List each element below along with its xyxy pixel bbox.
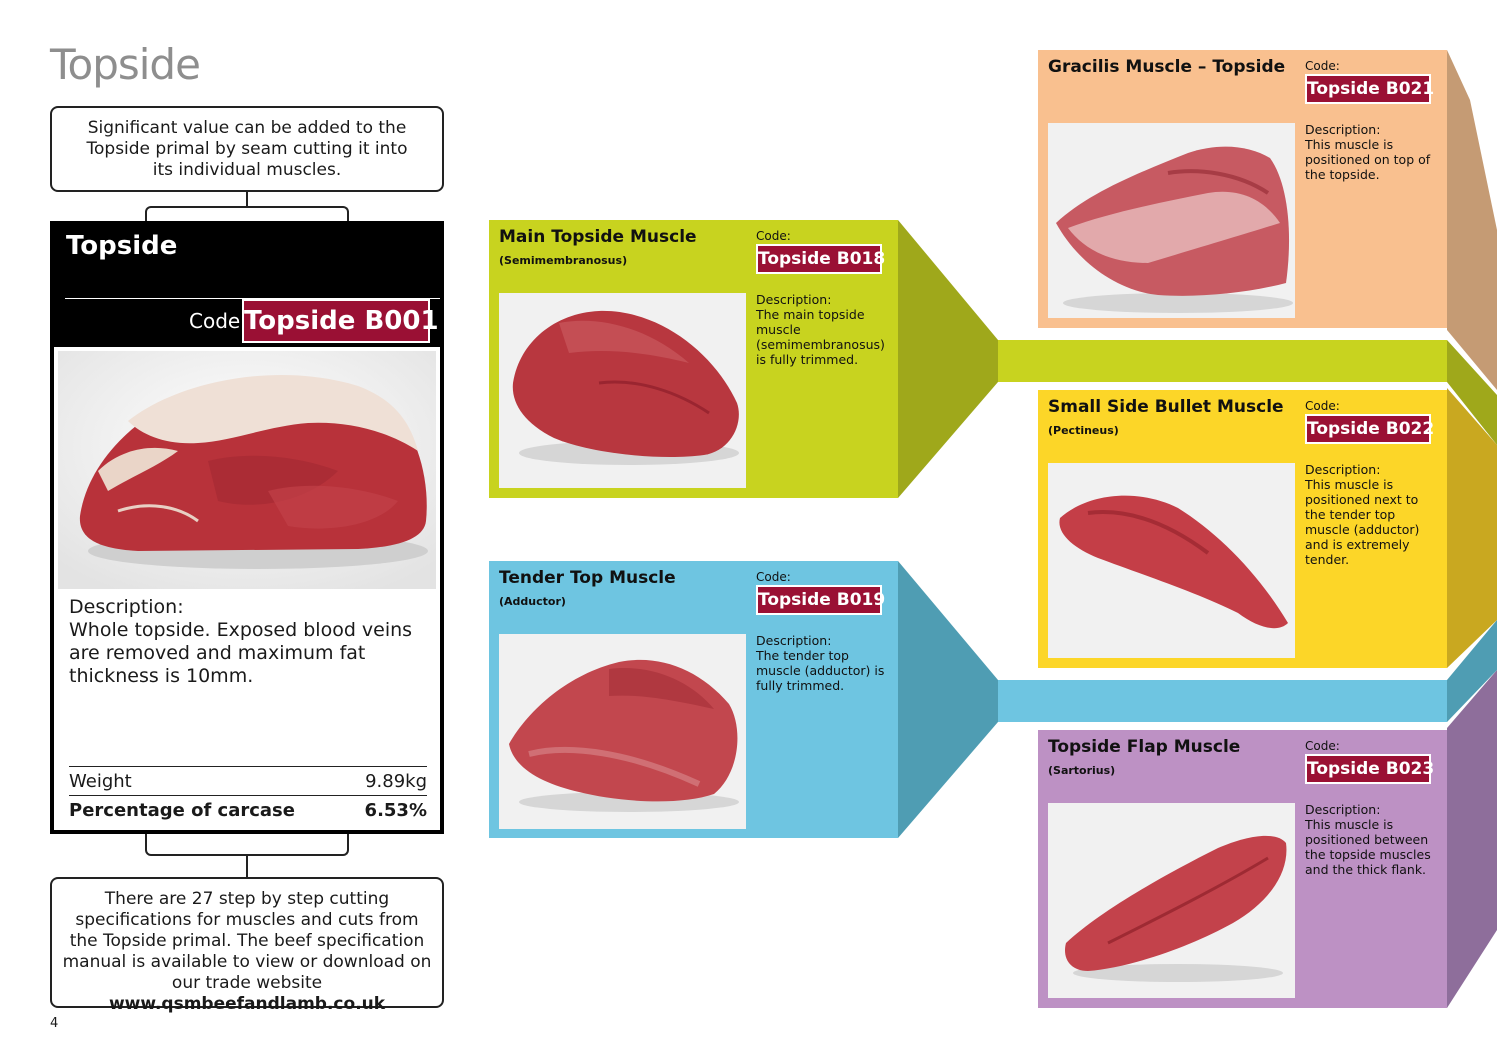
code-label: Code: — [756, 570, 791, 584]
code-badge: Topside B023 — [1305, 754, 1434, 784]
green-arrow — [898, 220, 998, 498]
muscle-photo — [499, 634, 746, 829]
intro-text: Significant value can be added to the To… — [86, 118, 408, 180]
description-text: This muscle is positioned on top of the … — [1305, 137, 1431, 182]
muscle-name: Topside Flap Muscle — [1048, 737, 1241, 757]
code-badge: Topside B019 — [756, 585, 885, 615]
card-header: Topside Code: Topside B001 — [54, 225, 440, 347]
percentage-value: 6.53% — [364, 799, 427, 821]
topside-card: Topside Code: Topside B001 Description: … — [50, 221, 444, 834]
footer-callout: There are 27 step by step cutting specif… — [50, 877, 444, 1014]
code-label: Code: — [1305, 739, 1340, 753]
code-badge: Topside B022 — [1305, 414, 1434, 444]
muscle-name: Tender Top Muscle — [499, 568, 676, 588]
header-divider — [65, 298, 440, 299]
intro-callout: Significant value can be added to the To… — [50, 106, 444, 192]
panel-small-side-bullet: Small Side Bullet Muscle (Pectineus) Cod… — [1038, 390, 1447, 668]
muscle-name: Small Side Bullet Muscle — [1048, 397, 1284, 417]
muscle-name: Gracilis Muscle – Topside — [1048, 57, 1286, 77]
blue-bar-end — [1447, 620, 1497, 722]
muscle-latin: (Pectineus) — [1048, 424, 1119, 437]
muscle-photo — [1048, 463, 1295, 658]
description-text: The main topside muscle (semimembranosus… — [756, 307, 885, 367]
percentage-label: Percentage of carcase — [69, 799, 295, 821]
weight-label: Weight — [69, 770, 132, 792]
description-label: Description: — [69, 596, 184, 618]
blue-bar — [998, 680, 1447, 722]
description-label: Description: — [756, 292, 832, 307]
muscle-latin: (Sartorius) — [1048, 764, 1116, 777]
code-badge: Topside B021 — [1305, 74, 1434, 104]
code-label: Code: — [756, 229, 791, 243]
card-title: Topside — [66, 231, 178, 261]
code-label: Code: — [189, 309, 247, 333]
muscle-name: Main Topside Muscle — [499, 227, 697, 247]
green-bar-end — [1447, 340, 1497, 445]
page-number: 4 — [50, 1016, 59, 1031]
connector-bracket — [145, 834, 349, 856]
connector-line — [246, 856, 248, 878]
table-divider — [69, 766, 427, 767]
muscle-photo — [499, 293, 746, 488]
blue-arrow — [898, 561, 998, 838]
muscle-description: Description: This muscle is positioned o… — [1305, 122, 1437, 182]
footer-url[interactable]: www.qsmbeefandlamb.co.uk — [108, 994, 386, 1014]
muscle-photo — [1048, 803, 1295, 998]
description-text: This muscle is positioned between the to… — [1305, 817, 1431, 877]
page-title: Topside — [50, 40, 201, 89]
card-description: Description: Whole topside. Exposed bloo… — [69, 596, 429, 688]
bullet-band — [1447, 388, 1497, 668]
muscle-latin: (Semimembranosus) — [499, 254, 628, 267]
code-label: Code: — [1305, 399, 1340, 413]
muscle-description: Description: The tender top muscle (addu… — [756, 633, 888, 693]
panel-tender-top: Tender Top Muscle (Adductor) Code: Topsi… — [489, 561, 898, 838]
code-badge: Topside B018 — [756, 244, 885, 274]
code-label: Code: — [1305, 59, 1340, 73]
flap-band — [1447, 670, 1497, 1008]
muscle-description: Description: This muscle is positioned b… — [1305, 802, 1437, 877]
connector-bracket — [145, 206, 349, 226]
code-badge: Topside B001 — [242, 299, 439, 343]
gracilis-band — [1447, 50, 1497, 390]
connector-line — [246, 191, 248, 207]
percentage-row: Percentage of carcase 6.53% — [69, 796, 427, 824]
description-label: Description: — [756, 633, 832, 648]
panel-gracilis: Gracilis Muscle – Topside Code: Topside … — [1038, 50, 1447, 328]
panel-topside-flap: Topside Flap Muscle (Sartorius) Code: To… — [1038, 730, 1447, 1008]
stats-table: Weight 9.89kg Percentage of carcase 6.53… — [69, 766, 427, 824]
description-label: Description: — [1305, 122, 1381, 137]
description-text: The tender top muscle (adductor) is full… — [756, 648, 885, 693]
muscle-description: Description: This muscle is positioned n… — [1305, 462, 1437, 567]
footer-text: There are 27 step by step cutting specif… — [62, 889, 432, 993]
panel-main-topside: Main Topside Muscle (Semimembranosus) Co… — [489, 220, 898, 498]
green-bar — [998, 340, 1447, 382]
muscle-photo — [1048, 123, 1295, 318]
topside-photo — [58, 351, 436, 589]
description-label: Description: — [1305, 802, 1381, 817]
weight-value: 9.89kg — [365, 770, 427, 792]
weight-row: Weight 9.89kg — [69, 767, 427, 795]
muscle-description: Description: The main topside muscle (se… — [756, 292, 888, 367]
description-text: This muscle is positioned next to the te… — [1305, 477, 1420, 567]
table-divider — [69, 795, 427, 796]
description-label: Description: — [1305, 462, 1381, 477]
muscle-latin: (Adductor) — [499, 595, 566, 608]
description-text: Whole topside. Exposed blood veins are r… — [69, 619, 413, 687]
